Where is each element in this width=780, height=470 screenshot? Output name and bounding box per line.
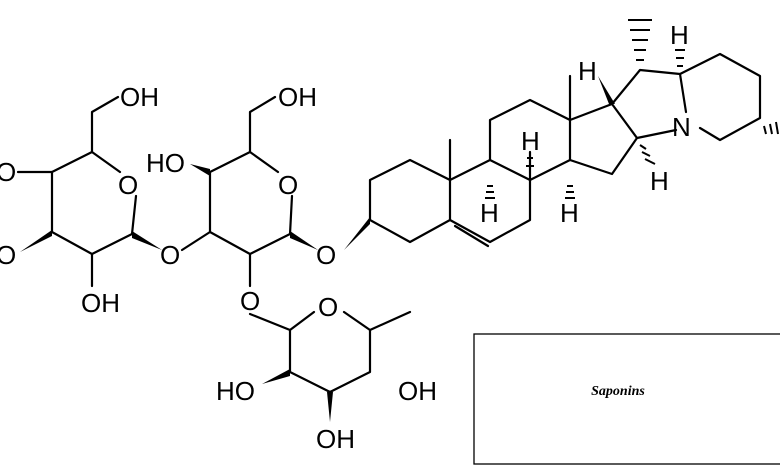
label-oh-rha-bottom: OH — [316, 424, 355, 454]
label-oh-glc2-top: OH — [278, 82, 317, 112]
label-h-4: H — [480, 198, 499, 228]
steroid-ring-d — [568, 102, 639, 176]
wedge-glucose-left-anomeric — [132, 231, 162, 250]
glucose-ring-middle — [208, 150, 294, 256]
glucose-middle-ch2oh — [248, 95, 277, 154]
caption-text: Saponins — [591, 384, 645, 399]
label-ho-rha: HO — [216, 376, 255, 406]
label-o-link-4: O — [240, 286, 260, 316]
glucose-ring-left — [50, 150, 138, 256]
bond-lines — [16, 19, 779, 422]
label-o-left-1: O — [0, 157, 16, 187]
label-ring-o-glc: O — [118, 170, 138, 200]
steroid-ring-c — [488, 98, 572, 182]
label-ho-glc2: HO — [146, 148, 185, 178]
steroid-ring-b — [448, 158, 532, 244]
steroid-ring-e — [610, 68, 688, 140]
steroid-double-bond — [453, 224, 490, 248]
rhamnose-ring — [248, 310, 372, 394]
label-h-5: H — [560, 198, 579, 228]
label-h-6: H — [650, 166, 669, 196]
label-oh-glc-top: OH — [120, 82, 159, 112]
rhamnose-methyl — [368, 310, 412, 332]
wedge-glucose-middle-ho — [190, 164, 210, 176]
label-o-link-2: O — [316, 240, 336, 270]
label-ring-o-rha: O — [318, 292, 338, 322]
label-oh-glc-bottom: OH — [81, 288, 120, 318]
label-h-3: H — [521, 126, 540, 156]
label-o-link-1: O — [160, 240, 180, 270]
wedge-c17-h — [598, 76, 615, 104]
label-ring-o-glc2: O — [278, 170, 298, 200]
wedge-glucose-middle-anomeric — [290, 231, 318, 250]
caption-box — [473, 333, 780, 465]
atom-labels: OH OH O O O HO O O O OH O O HO OH OH H H… — [0, 20, 691, 454]
piperidine-ring — [678, 52, 762, 142]
wedge-rhamnose-ho — [262, 369, 290, 384]
caption-panel: Saponins — [473, 333, 780, 465]
wedge-c3-oxygen — [344, 217, 370, 250]
glucose-middle-o-link — [180, 230, 212, 252]
label-o-left-2: O — [0, 240, 16, 270]
label-oh-rha-right: OH — [398, 376, 437, 406]
wedge-rhamnose-oh-bottom — [327, 392, 333, 422]
label-h-2: H — [670, 20, 689, 50]
label-n-atom: N — [672, 112, 691, 142]
wedge-glucose-left-bottom — [20, 230, 52, 252]
glucose-left-ch2oh — [90, 95, 120, 154]
steroid-ring-a — [368, 158, 452, 244]
label-h-1: H — [578, 56, 597, 86]
